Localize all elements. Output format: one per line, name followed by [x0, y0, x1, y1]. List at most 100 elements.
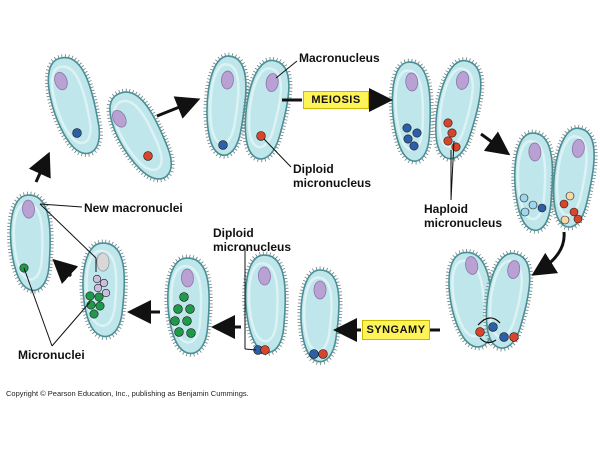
leader-diploid-bottom-b: [244, 348, 257, 351]
cilia: [241, 56, 293, 163]
cilia: [432, 57, 485, 163]
macronucleus: [465, 256, 479, 275]
label-meiosis: MEIOSIS: [303, 91, 369, 109]
cell-b-right: [241, 56, 293, 163]
haploid-micronucleus-blue: [403, 134, 413, 144]
micronucleus-green: [89, 309, 99, 319]
exchange-arrow: [479, 337, 497, 344]
arrow-4: [531, 231, 566, 276]
label-syngamy: SYNGAMY: [362, 320, 430, 340]
micronucleus-blue: [309, 349, 319, 359]
micronucleus-red: [318, 349, 328, 359]
micronucleus-blue: [488, 322, 498, 332]
leader-new-macro-b: [39, 203, 97, 259]
macronucleus: [54, 71, 68, 91]
macronucleus: [571, 139, 585, 158]
cell-a-right: [106, 88, 175, 183]
cell-body: [244, 59, 290, 160]
leader-diploid-top: [263, 138, 292, 168]
cell-highlight: [85, 249, 118, 327]
cell-highlight: [302, 276, 333, 353]
micronucleus-green: [185, 304, 195, 314]
haploid-micronucleus-blue: [412, 128, 422, 138]
arrow-1: [156, 96, 201, 119]
macronucleus: [456, 71, 470, 90]
haploid-micronucleus-blue: [402, 123, 412, 133]
label-diploid-micronucleus-bottom: Diploid micronucleus: [213, 226, 292, 254]
cilia: [79, 239, 128, 340]
micronucleus-small: [573, 214, 583, 224]
arrow-8: [52, 258, 79, 284]
macronucleus: [112, 109, 127, 128]
arrow-3: [480, 131, 511, 156]
label-diploid-micronucleus-top: Diploid micronucleus: [293, 162, 372, 190]
micronucleus-small: [559, 199, 569, 209]
micronucleus-red: [509, 332, 519, 342]
new-macronucleus-small: [99, 278, 109, 288]
micronucleus-green: [174, 327, 184, 337]
cilia: [106, 88, 175, 183]
cell-highlight: [451, 259, 486, 338]
macronucleus: [528, 142, 542, 162]
cell-highlight: [113, 99, 163, 172]
micronucleus-red: [256, 131, 266, 141]
micronucleus-blue: [499, 332, 509, 342]
leader-haploid-2: [450, 140, 455, 201]
cell-d-left: [511, 129, 557, 234]
exchange-arrow: [477, 317, 501, 326]
new-macronucleus-small: [93, 283, 103, 293]
micronucleus-red: [475, 327, 485, 337]
cell-highlight: [516, 140, 547, 221]
haploid-micronucleus-red: [447, 128, 457, 138]
micronucleus-small: [520, 207, 530, 217]
cell-highlight: [247, 67, 283, 149]
micronucleus-red: [143, 151, 153, 161]
macronucleus: [221, 70, 234, 90]
micronucleus-green: [170, 316, 180, 326]
cell-body: [47, 56, 101, 155]
label-new-macronuclei: New macronuclei: [84, 201, 183, 215]
macronucleus: [22, 199, 35, 219]
micronucleus-small: [560, 215, 570, 225]
micronucleus-blue: [72, 128, 82, 138]
micronucleus-small: [565, 191, 575, 201]
cilia: [44, 54, 103, 158]
cell-highlight: [50, 65, 92, 145]
micronucleus-green: [182, 316, 192, 326]
leader-micro-b: [51, 301, 91, 347]
micronucleus-small: [528, 200, 538, 210]
micronucleus-small: [519, 193, 529, 203]
cilia: [164, 254, 213, 357]
cell-a-left: [44, 54, 103, 158]
arrow-9: [28, 151, 51, 183]
micronucleus-blue: [218, 140, 228, 150]
cell-highlight: [12, 202, 44, 281]
micronucleus-green: [179, 292, 189, 302]
micronucleus-green: [85, 291, 95, 301]
cell-highlight: [438, 67, 475, 149]
haploid-micronucleus-red: [443, 136, 453, 146]
label-haploid-micronucleus: Haploid micronucleus: [424, 202, 503, 230]
cell-j: [6, 191, 54, 294]
macronucleus: [313, 280, 327, 300]
haploid-micronucleus-red: [443, 118, 453, 128]
macronucleus: [258, 266, 271, 286]
label-micronuclei: Micronuclei: [18, 348, 85, 362]
micronucleus-green: [94, 292, 104, 302]
leader-new-macro-a: [39, 203, 83, 208]
cell-g: [242, 251, 289, 356]
new-macronucleus-small: [92, 274, 102, 284]
cell-d-right: [550, 124, 598, 231]
cell-highlight: [247, 262, 279, 343]
macronucleus: [507, 260, 521, 279]
macronucleus: [265, 73, 279, 92]
leader-micro-a: [23, 267, 53, 347]
cell-f: [297, 266, 343, 366]
cell-highlight: [170, 264, 203, 344]
cell-body: [206, 55, 247, 156]
copyright-text: Copyright © Pearson Education, Inc., pub…: [6, 389, 249, 398]
label-macronucleus: Macronucleus: [299, 51, 380, 65]
micronucleus-small: [569, 207, 579, 217]
